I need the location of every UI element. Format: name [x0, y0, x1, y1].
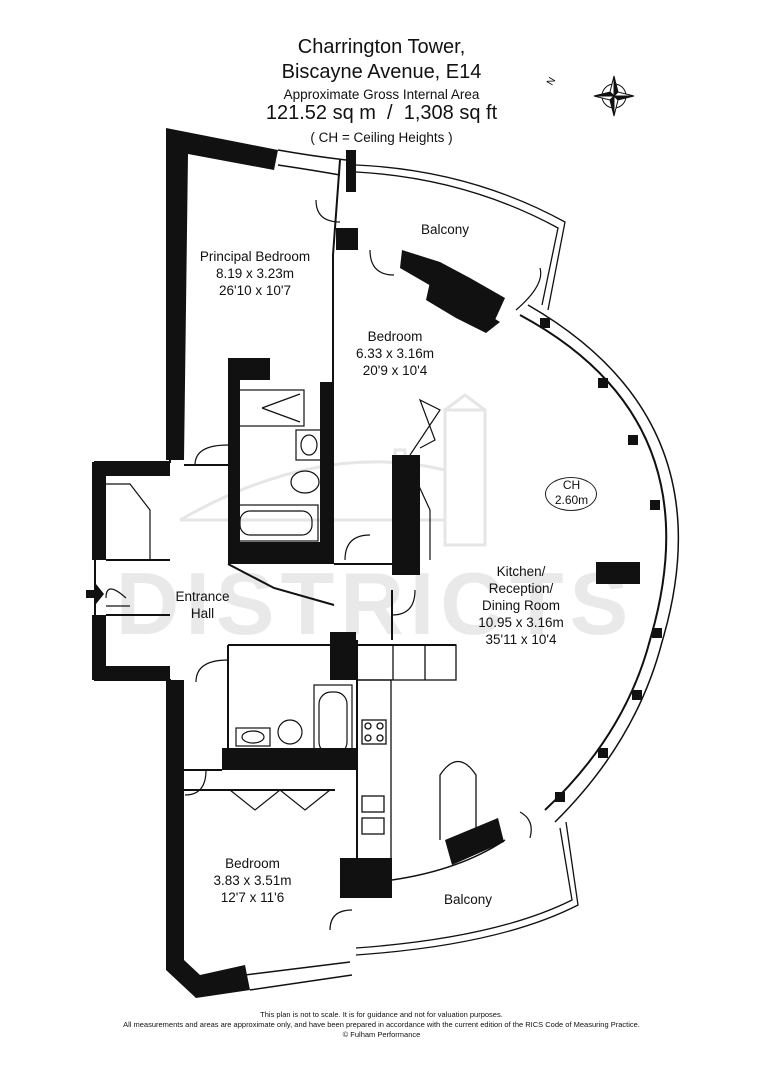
footer-copyright: © Fulham Performance: [342, 1030, 421, 1039]
wall-masses: [92, 128, 640, 998]
area-value: 121.52 sq m / 1,308 sq ft: [265, 102, 498, 124]
kitchen-units: [356, 644, 477, 861]
compass-rose-icon: [593, 75, 635, 117]
address: Biscayne Avenue, E14: [281, 61, 482, 83]
area-caption: Approximate Gross Internal Area: [283, 87, 480, 102]
label-ceiling-height: CH 2.60m: [554, 478, 589, 507]
label-bedroom-3: Bedroom 3.83 x 3.51m 12'7 x 11'6: [213, 856, 292, 905]
label-principal-bedroom: Principal Bedroom 8.19 x 3.23m 26'10 x 1…: [199, 249, 311, 298]
building-name: Charrington Tower,: [297, 36, 466, 58]
north-label: N: [545, 76, 558, 88]
balcony-top-outline: [355, 164, 566, 311]
ceiling-height-marker: [545, 477, 597, 511]
label-balcony-top: Balcony: [420, 222, 470, 237]
footer-disclaimer-2: All measurements and areas are approxima…: [123, 1020, 640, 1029]
mullions: [540, 318, 662, 802]
bathroom-fixtures: [233, 389, 353, 761]
label-kitchen-reception: Kitchen/ Reception/ Dining Room 10.95 x …: [478, 564, 564, 647]
label-entrance-hall: Entrance Hall: [175, 589, 230, 621]
label-bedroom-2: Bedroom 6.33 x 3.16m 20'9 x 10'4: [355, 329, 435, 378]
entrance-arrow-icon: [86, 584, 104, 604]
watermark: DISTRICTS: [115, 554, 635, 653]
curved-facade: [244, 149, 680, 991]
footer-disclaimer-1: This plan is not to scale. It is for gui…: [260, 1010, 503, 1019]
label-balcony-bottom: Balcony: [443, 892, 493, 907]
ceiling-height-note: ( CH = Ceiling Heights ): [310, 130, 453, 145]
door-swings: [105, 199, 542, 931]
balcony-bottom-outline: [355, 821, 579, 956]
